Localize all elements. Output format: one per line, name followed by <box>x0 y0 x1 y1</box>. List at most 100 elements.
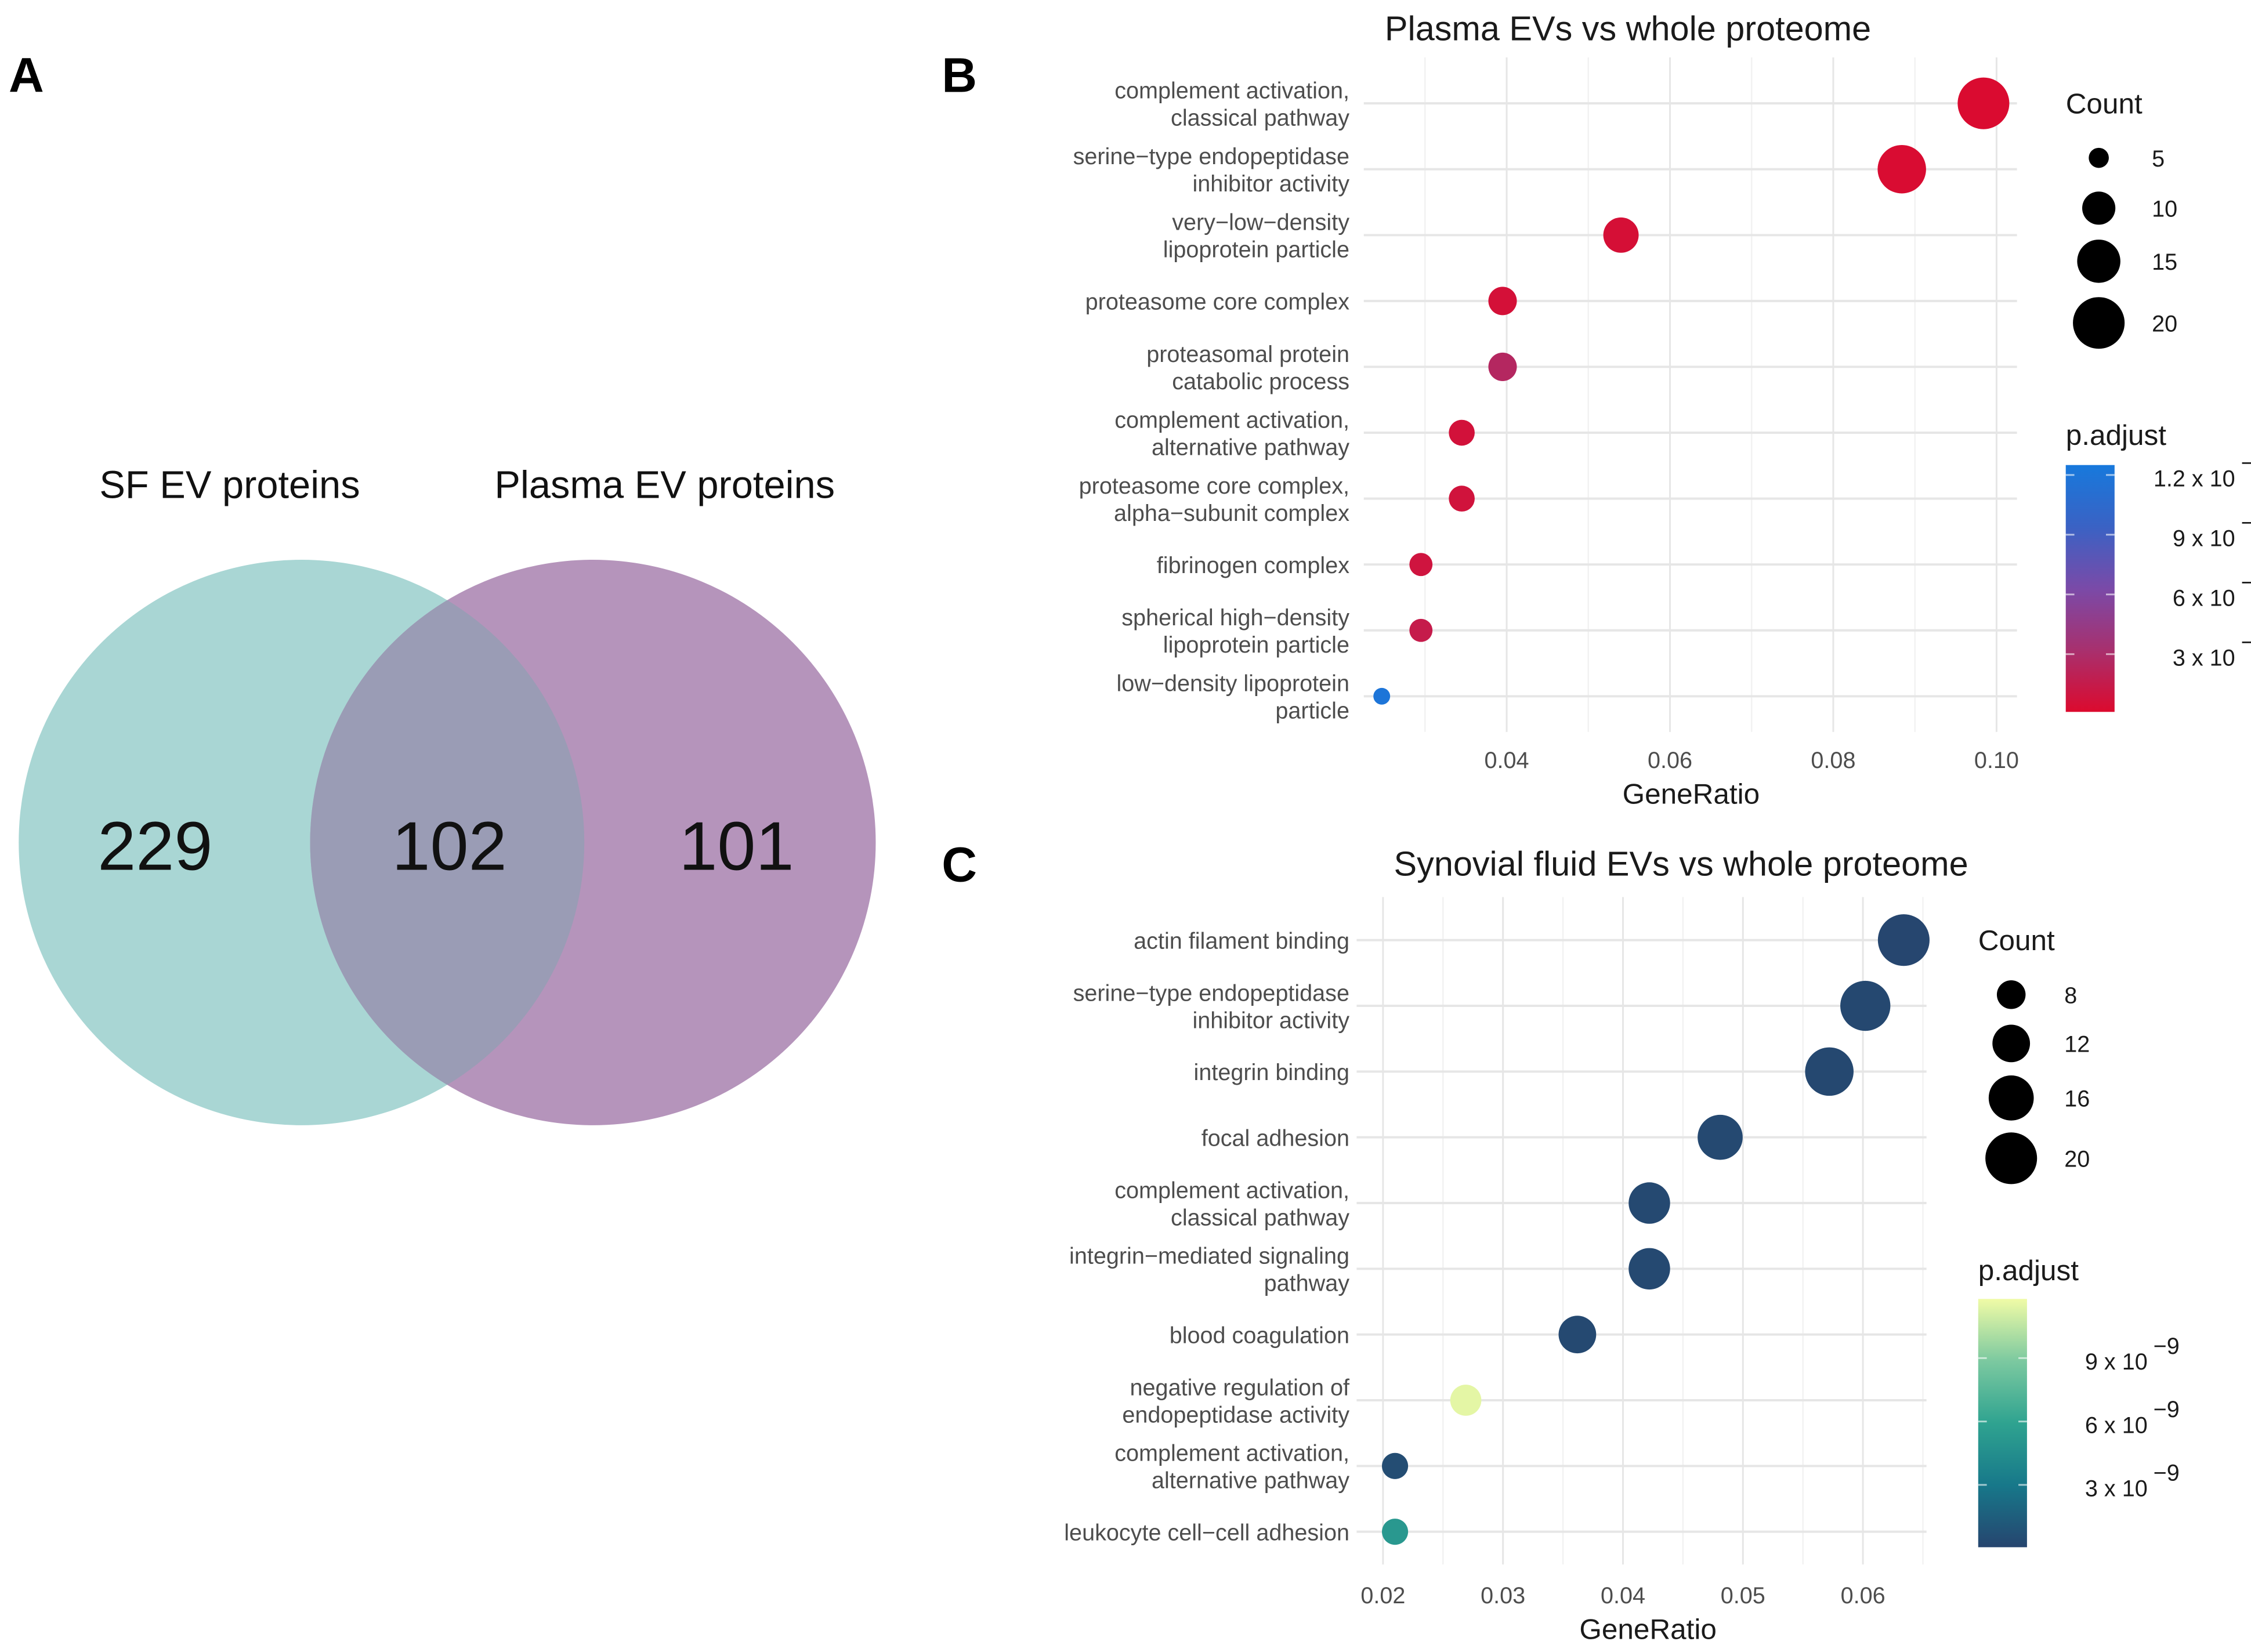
color-legend-title: p.adjust <box>1978 1255 2079 1287</box>
size-legend-title: Count <box>1978 925 2055 957</box>
x-tick-label: 0.06 <box>1841 1583 1886 1608</box>
colorbar-label: 9 x 10 <box>2085 1349 2148 1375</box>
color-legend-title: p.adjust <box>2066 419 2167 451</box>
y-tick-label: complement activation, <box>1114 78 1349 103</box>
y-tick-label: integrin−mediated signaling <box>1069 1244 1349 1269</box>
y-tick-label: serine−type endopeptidase <box>1073 980 1349 1006</box>
x-tick-label: 0.10 <box>1974 748 2019 773</box>
y-tick-label: alternative pathway <box>1152 434 1349 460</box>
colorbar-label: 9 x 10 <box>2173 526 2235 552</box>
dotplot-plasma: Plasma EVs vs whole proteome GeneRatio 0… <box>1073 9 2251 810</box>
panel-label-b: B <box>942 48 977 102</box>
size-legend-dot <box>1992 1024 2031 1063</box>
x-tick-label: 0.04 <box>1485 748 1529 773</box>
data-point[interactable] <box>1382 1519 1409 1545</box>
y-tick-label: complement activation, <box>1114 407 1349 433</box>
venn-count-sf-only: 229 <box>97 807 212 885</box>
data-point[interactable] <box>1449 419 1475 446</box>
y-tick-label: serine−type endopeptidase <box>1073 144 1349 169</box>
y-tick-label: proteasome core complex <box>1085 289 1350 315</box>
y-tick-label: negative regulation of <box>1130 1375 1350 1400</box>
y-tick-label: spherical high−density <box>1121 605 1349 631</box>
size-legend-label: 15 <box>2152 249 2177 275</box>
y-tick-label: focal adhesion <box>1202 1126 1349 1151</box>
size-legend-dot <box>1988 1075 2034 1121</box>
size-legend-label: 10 <box>2152 197 2177 222</box>
y-tick-label: actin filament binding <box>1134 929 1349 954</box>
data-point[interactable] <box>1603 217 1639 253</box>
y-tick-label: classical pathway <box>1171 106 1349 131</box>
x-tick-label: 0.06 <box>1648 748 1692 773</box>
colorbar <box>2065 465 2115 712</box>
size-legend-dot <box>2089 147 2109 168</box>
data-point[interactable] <box>1840 980 1891 1031</box>
data-point[interactable] <box>1409 618 1433 642</box>
panel-label-c: C <box>942 837 977 892</box>
x-axis-title: GeneRatio <box>1623 778 1760 810</box>
data-point[interactable] <box>1805 1047 1854 1096</box>
venn-count-plasma-only: 101 <box>679 807 794 885</box>
data-point[interactable] <box>1877 144 1926 194</box>
y-tick-label: complement activation, <box>1114 1178 1349 1203</box>
data-point[interactable] <box>1450 1385 1482 1416</box>
y-tick-label: particle <box>1275 698 1349 724</box>
colorbar-label: 1.2 x 10 <box>2154 466 2235 492</box>
data-point[interactable] <box>1877 914 1930 966</box>
x-tick-label: 0.02 <box>1360 1583 1405 1608</box>
x-tick-label: 0.08 <box>1811 748 1855 773</box>
data-point[interactable] <box>1698 1114 1743 1160</box>
y-tick-label: very−low−density <box>1172 210 1349 236</box>
data-point[interactable] <box>1409 553 1433 577</box>
y-tick-label: low−density lipoprotein <box>1116 671 1349 697</box>
colorbar-label: 6 x 10 <box>2173 586 2235 611</box>
chart-title: Synovial fluid EVs vs whole proteome <box>1394 844 1968 883</box>
y-tick-label: fibrinogen complex <box>1157 553 1349 578</box>
size-legend-dot <box>1985 1132 2038 1184</box>
y-tick-label: endopeptidase activity <box>1122 1402 1349 1428</box>
size-legend-label: 8 <box>2064 983 2077 1009</box>
colorbar-label-exponent: −9 <box>2241 450 2251 476</box>
y-tick-label: integrin binding <box>1194 1060 1349 1085</box>
data-point[interactable] <box>1558 1316 1597 1354</box>
y-tick-label: catabolic process <box>1172 369 1349 394</box>
data-point[interactable] <box>1628 1182 1670 1224</box>
data-point[interactable] <box>1628 1248 1670 1290</box>
colorbar-label-exponent: −10 <box>2241 629 2251 655</box>
data-point[interactable] <box>1488 352 1517 381</box>
data-point[interactable] <box>1373 687 1391 705</box>
dotplot-synovial: Synovial fluid EVs vs whole proteome Gen… <box>1064 844 2180 1645</box>
size-legend-label: 20 <box>2064 1147 2090 1172</box>
chart-title: Plasma EVs vs whole proteome <box>1385 9 1871 48</box>
colorbar-label-exponent: −10 <box>2241 570 2251 595</box>
y-tick-label: alternative pathway <box>1152 1468 1349 1494</box>
venn-diagram: SF EV proteins Plasma EV proteins 229 10… <box>19 464 876 1125</box>
data-point[interactable] <box>1957 77 2010 129</box>
x-tick-label: 0.05 <box>1721 1583 1765 1608</box>
venn-label-plasma: Plasma EV proteins <box>494 464 835 507</box>
colorbar-label-exponent: −9 <box>2154 1460 2180 1486</box>
data-point[interactable] <box>1382 1452 1409 1479</box>
y-tick-label: alpha−subunit complex <box>1114 501 1349 526</box>
colorbar-label-exponent: −9 <box>2154 1397 2180 1422</box>
size-legend-title: Count <box>2066 88 2143 119</box>
colorbar-label-exponent: −10 <box>2241 510 2251 535</box>
size-legend-label: 12 <box>2064 1032 2090 1057</box>
size-legend-dot <box>2082 191 2116 225</box>
y-tick-label: blood coagulation <box>1170 1323 1349 1349</box>
size-legend-dot <box>1996 980 2026 1009</box>
size-legend-dot <box>2077 240 2120 283</box>
y-tick-label: inhibitor activity <box>1192 171 1349 197</box>
venn-overlap <box>310 600 585 1085</box>
data-point[interactable] <box>1449 486 1475 512</box>
data-point[interactable] <box>1488 287 1517 316</box>
y-tick-label: classical pathway <box>1171 1205 1349 1230</box>
y-tick-label: complement activation, <box>1114 1441 1349 1466</box>
size-legend-label: 16 <box>2064 1086 2090 1112</box>
size-legend-dot <box>2073 297 2125 349</box>
colorbar-label: 3 x 10 <box>2085 1476 2148 1502</box>
size-legend-label: 5 <box>2152 146 2165 172</box>
x-axis-title: GeneRatio <box>1579 1614 1717 1646</box>
y-tick-label: inhibitor activity <box>1192 1008 1349 1033</box>
y-tick-label: proteasome core complex, <box>1079 473 1349 499</box>
